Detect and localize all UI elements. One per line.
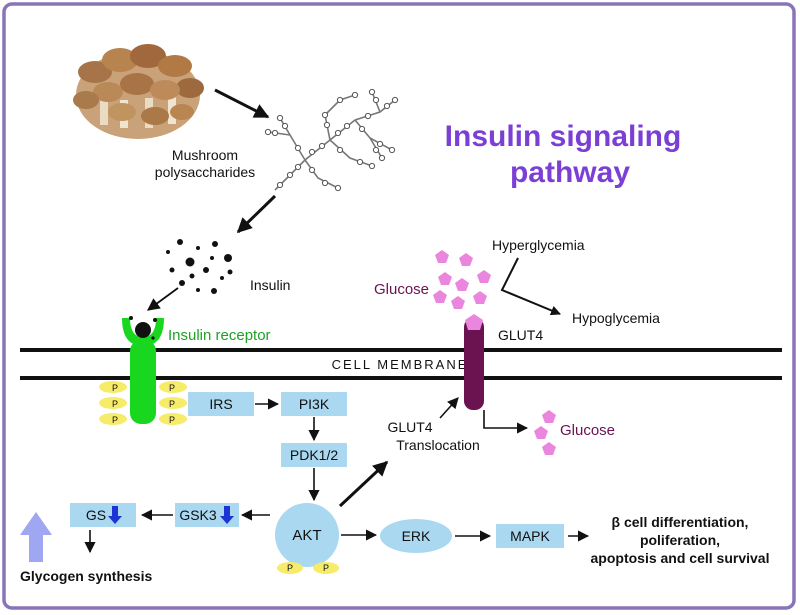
- phospho-label: P: [323, 563, 329, 573]
- phospho-label: P: [169, 399, 175, 409]
- phospho-label: P: [112, 399, 118, 409]
- irs-label: IRS: [209, 396, 232, 412]
- receptor-phosphate-groups: P P P P P P: [99, 381, 187, 425]
- glucose-in-transporter: [465, 314, 483, 330]
- glucose-inside-label: Glucose: [560, 422, 615, 439]
- insulin-receptor-label: Insulin receptor: [168, 327, 271, 344]
- glut4-label: GLUT4: [498, 327, 543, 343]
- akt-label: AKT: [292, 527, 321, 544]
- glut4-translocation-line1: GLUT4: [387, 419, 432, 435]
- gs-down-arrow-icon: [108, 506, 122, 524]
- arrow-translocation-to-glut4: [439, 397, 459, 419]
- insulin-particles: [166, 239, 233, 294]
- akt-phosphate: [313, 562, 339, 574]
- arrow-insulin-to-receptor: [146, 287, 179, 311]
- polysaccharide-beads: [264, 88, 399, 192]
- hyperglycemia-label: Hyperglycemia: [492, 237, 585, 253]
- outcome-line2: poliferation,: [640, 532, 720, 548]
- pdk-label: PDK1/2: [290, 447, 338, 463]
- arrow-glut4-to-glucose: [483, 410, 529, 434]
- erk-node: [380, 519, 452, 553]
- pdk-node: [281, 443, 347, 467]
- gs-node: [70, 503, 136, 527]
- insulin-receptor: [122, 316, 164, 424]
- akt-node: [275, 503, 339, 567]
- cell-membrane-label: CELL MEMBRANE: [332, 357, 469, 372]
- pi3k-node: [281, 392, 347, 416]
- gsk3-down-arrow-icon: [220, 506, 234, 524]
- mapk-label: MAPK: [510, 528, 550, 544]
- cell-membrane-top-line: [20, 348, 782, 352]
- akt-phosphate: [277, 562, 303, 574]
- diagram-title-line2: pathway: [510, 156, 630, 189]
- cell-membrane-bottom-line: [20, 376, 782, 380]
- glut4-translocation-line2: Translocation: [396, 437, 480, 453]
- outcome-line3: apoptosis and cell survival: [591, 550, 770, 566]
- glycogen-label: Glycogen synthesis: [20, 568, 152, 584]
- arrow-akt-to-glut4-translocation: [338, 460, 389, 508]
- glut4-transporter: [464, 318, 484, 410]
- mapk-node: [496, 524, 564, 548]
- phospho-label: P: [112, 383, 118, 393]
- arrow-mushroom-to-polysaccharide: [214, 88, 270, 119]
- phospho-label: P: [287, 563, 293, 573]
- intracellular-glucose: [534, 410, 556, 455]
- outcome-line1: β cell differentiation,: [612, 514, 749, 530]
- extracellular-glucose: [433, 250, 491, 309]
- erk-label: ERK: [402, 528, 431, 544]
- mushroom-image: [73, 44, 204, 139]
- mushroom-label-line1: Mushroom: [172, 147, 238, 163]
- insulin-label: Insulin: [250, 277, 290, 293]
- phospho-label: P: [112, 415, 118, 425]
- pi3k-label: PI3K: [299, 396, 330, 412]
- arrow-polysaccharide-to-insulin: [236, 194, 277, 234]
- mushroom-label-line2: polysaccharides: [155, 164, 255, 180]
- arrow-hyper-to-hypo: [500, 257, 561, 316]
- diagram-title-line1: Insulin signaling: [445, 120, 682, 153]
- irs-node: [188, 392, 254, 416]
- glycogen-up-arrow-icon: [20, 512, 52, 562]
- gsk3-label: GSK3: [179, 507, 217, 523]
- phospho-label: P: [169, 415, 175, 425]
- hypoglycemia-label: Hypoglycemia: [572, 310, 660, 326]
- gs-label: GS: [86, 507, 106, 523]
- glucose-outside-label: Glucose: [374, 281, 429, 298]
- phospho-label: P: [169, 383, 175, 393]
